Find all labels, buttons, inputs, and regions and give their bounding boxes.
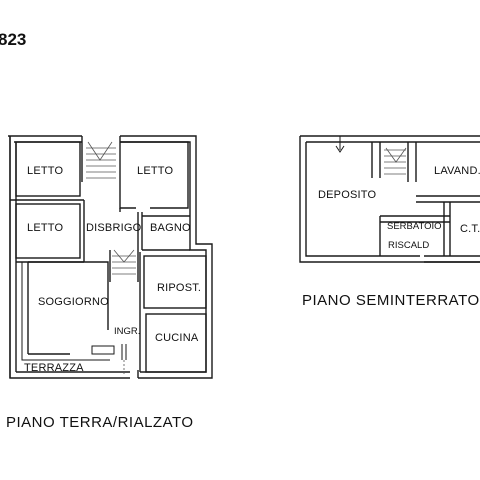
basement-outer-wall bbox=[299, 135, 480, 263]
label-soggiorno: SOGGIORNO bbox=[38, 296, 109, 308]
label-letto-3: LETTO bbox=[27, 222, 64, 234]
label-ct: C.T. bbox=[460, 223, 480, 235]
label-terrazza: TERRAZZA bbox=[24, 362, 84, 374]
ground-outer-wall bbox=[8, 135, 213, 379]
stair-upper bbox=[81, 136, 121, 182]
plan-code: 823 bbox=[0, 30, 27, 49]
label-lavand: LAVAND. bbox=[434, 165, 480, 177]
room-letto-3-wall bbox=[15, 203, 81, 259]
basement-caption: PIANO SEMINTERRATO bbox=[302, 292, 480, 309]
label-cucina: CUCINA bbox=[155, 332, 199, 344]
ground-floor-plan bbox=[8, 135, 213, 379]
label-disbrigo: DISBRIGO bbox=[86, 222, 142, 234]
room-letto-1-wall bbox=[15, 141, 81, 197]
room-ripost-wall bbox=[143, 255, 207, 309]
basement-plan bbox=[299, 135, 480, 263]
label-bagno: BAGNO bbox=[150, 222, 191, 234]
label-letto-1: LETTO bbox=[27, 165, 64, 177]
label-serbatoio: SERBATOIO bbox=[387, 221, 442, 232]
stair-basement bbox=[371, 142, 417, 182]
label-riscald: RISCALD bbox=[388, 240, 430, 251]
ground-floor-caption: PIANO TERRA/RIALZATO bbox=[6, 414, 194, 431]
label-deposito: DEPOSITO bbox=[318, 189, 377, 201]
label-ingr: INGR. bbox=[114, 326, 141, 337]
room-cucina-wall bbox=[145, 313, 207, 373]
label-ripost: RIPOST. bbox=[157, 282, 202, 294]
stair-lower bbox=[109, 250, 139, 282]
room-soggiorno-wall bbox=[27, 261, 109, 355]
label-letto-2: LETTO bbox=[137, 165, 174, 177]
